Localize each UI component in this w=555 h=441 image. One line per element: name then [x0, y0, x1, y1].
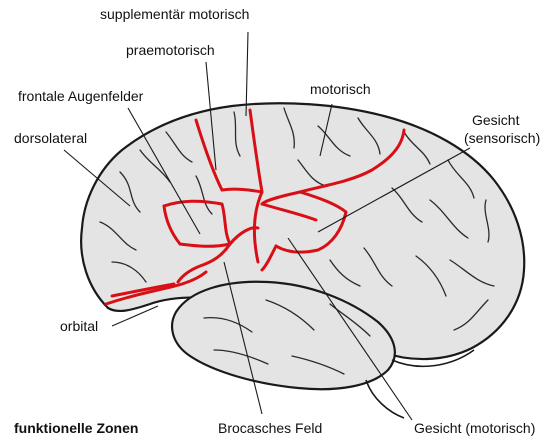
label-gesicht-motorisch: Gesicht (motorisch) — [414, 420, 535, 437]
label-gesicht-sensorisch-line1: Gesicht — [472, 112, 519, 129]
label-gesicht-sensorisch-line2: (sensorisch) — [464, 130, 540, 147]
label-frontale-augenfelder: frontale Augenfelder — [18, 88, 143, 105]
caption-funktionelle-zonen: funktionelle Zonen — [14, 420, 138, 437]
label-praemotorisch: praemotorisch — [126, 42, 215, 59]
label-brocasches-feld: Brocasches Feld — [218, 420, 322, 437]
label-motorisch: motorisch — [310, 81, 371, 98]
label-orbital: orbital — [60, 318, 98, 335]
label-supplementaer-motorisch: supplementär motorisch — [100, 6, 249, 23]
label-dorsolateral: dorsolateral — [14, 130, 87, 147]
